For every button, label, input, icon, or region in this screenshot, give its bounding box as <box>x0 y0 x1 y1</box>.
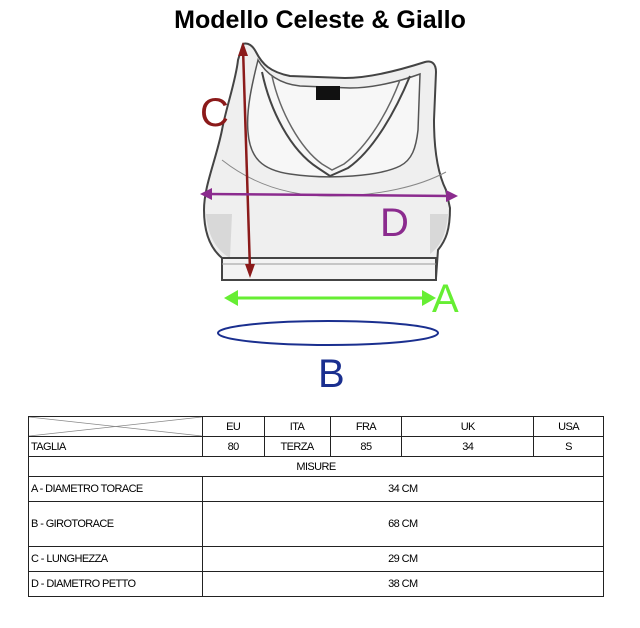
row-value: 29 CM <box>201 546 605 572</box>
taglia-uk: 34 <box>401 436 535 457</box>
label-d: D <box>380 201 409 245</box>
taglia-eu: 80 <box>201 436 265 457</box>
header-fra: FRA <box>329 416 403 437</box>
row-value: 34 CM <box>201 476 605 502</box>
measure-b-ellipse <box>217 320 439 346</box>
table-row: D - DIAMETRO PETTO 38 CM <box>28 571 605 597</box>
label-a: A <box>432 277 459 321</box>
table-row: B - GIROTORACE 68 CM <box>28 501 605 547</box>
page-title: Modello Celeste & Giallo <box>174 6 466 34</box>
taglia-label: TAGLIA <box>28 436 203 457</box>
table-row: C - LUNGHEZZA 29 CM <box>28 546 605 572</box>
measure-a-arrow <box>224 290 436 306</box>
header-usa: USA <box>533 416 604 437</box>
label-c: C <box>200 91 229 135</box>
taglia-fra: 85 <box>329 436 403 457</box>
measure-d-arrow <box>200 188 458 202</box>
header-eu: EU <box>201 416 265 437</box>
sports-bra-illustration <box>202 42 452 281</box>
header-corner-cell <box>28 416 203 437</box>
misure-label: MISURE <box>28 456 604 477</box>
row-label: A - DIAMETRO TORACE <box>28 476 203 502</box>
taglia-usa: S <box>533 436 604 457</box>
row-label: B - GIROTORACE <box>28 501 203 547</box>
row-value: 68 CM <box>201 501 605 547</box>
header-ita: ITA <box>263 416 331 437</box>
row-value: 38 CM <box>201 571 605 597</box>
row-label: C - LUNGHEZZA <box>28 546 203 572</box>
taglia-ita: TERZA <box>263 436 331 457</box>
size-table: EU ITA FRA UK USA TAGLIA 80 TERZA 85 34 … <box>28 416 605 597</box>
bra-diagram: C D A B <box>200 42 459 396</box>
table-row: A - DIAMETRO TORACE 34 CM <box>28 476 605 502</box>
table-header-row: EU ITA FRA UK USA <box>28 416 604 437</box>
row-label: D - DIAMETRO PETTO <box>28 571 203 597</box>
taglia-row: TAGLIA 80 TERZA 85 34 S <box>28 436 604 457</box>
measure-c-arrow <box>238 42 255 278</box>
logo-tag <box>316 86 340 100</box>
misure-row: MISURE <box>28 456 604 477</box>
label-b: B <box>318 352 345 396</box>
header-uk: UK <box>401 416 535 437</box>
